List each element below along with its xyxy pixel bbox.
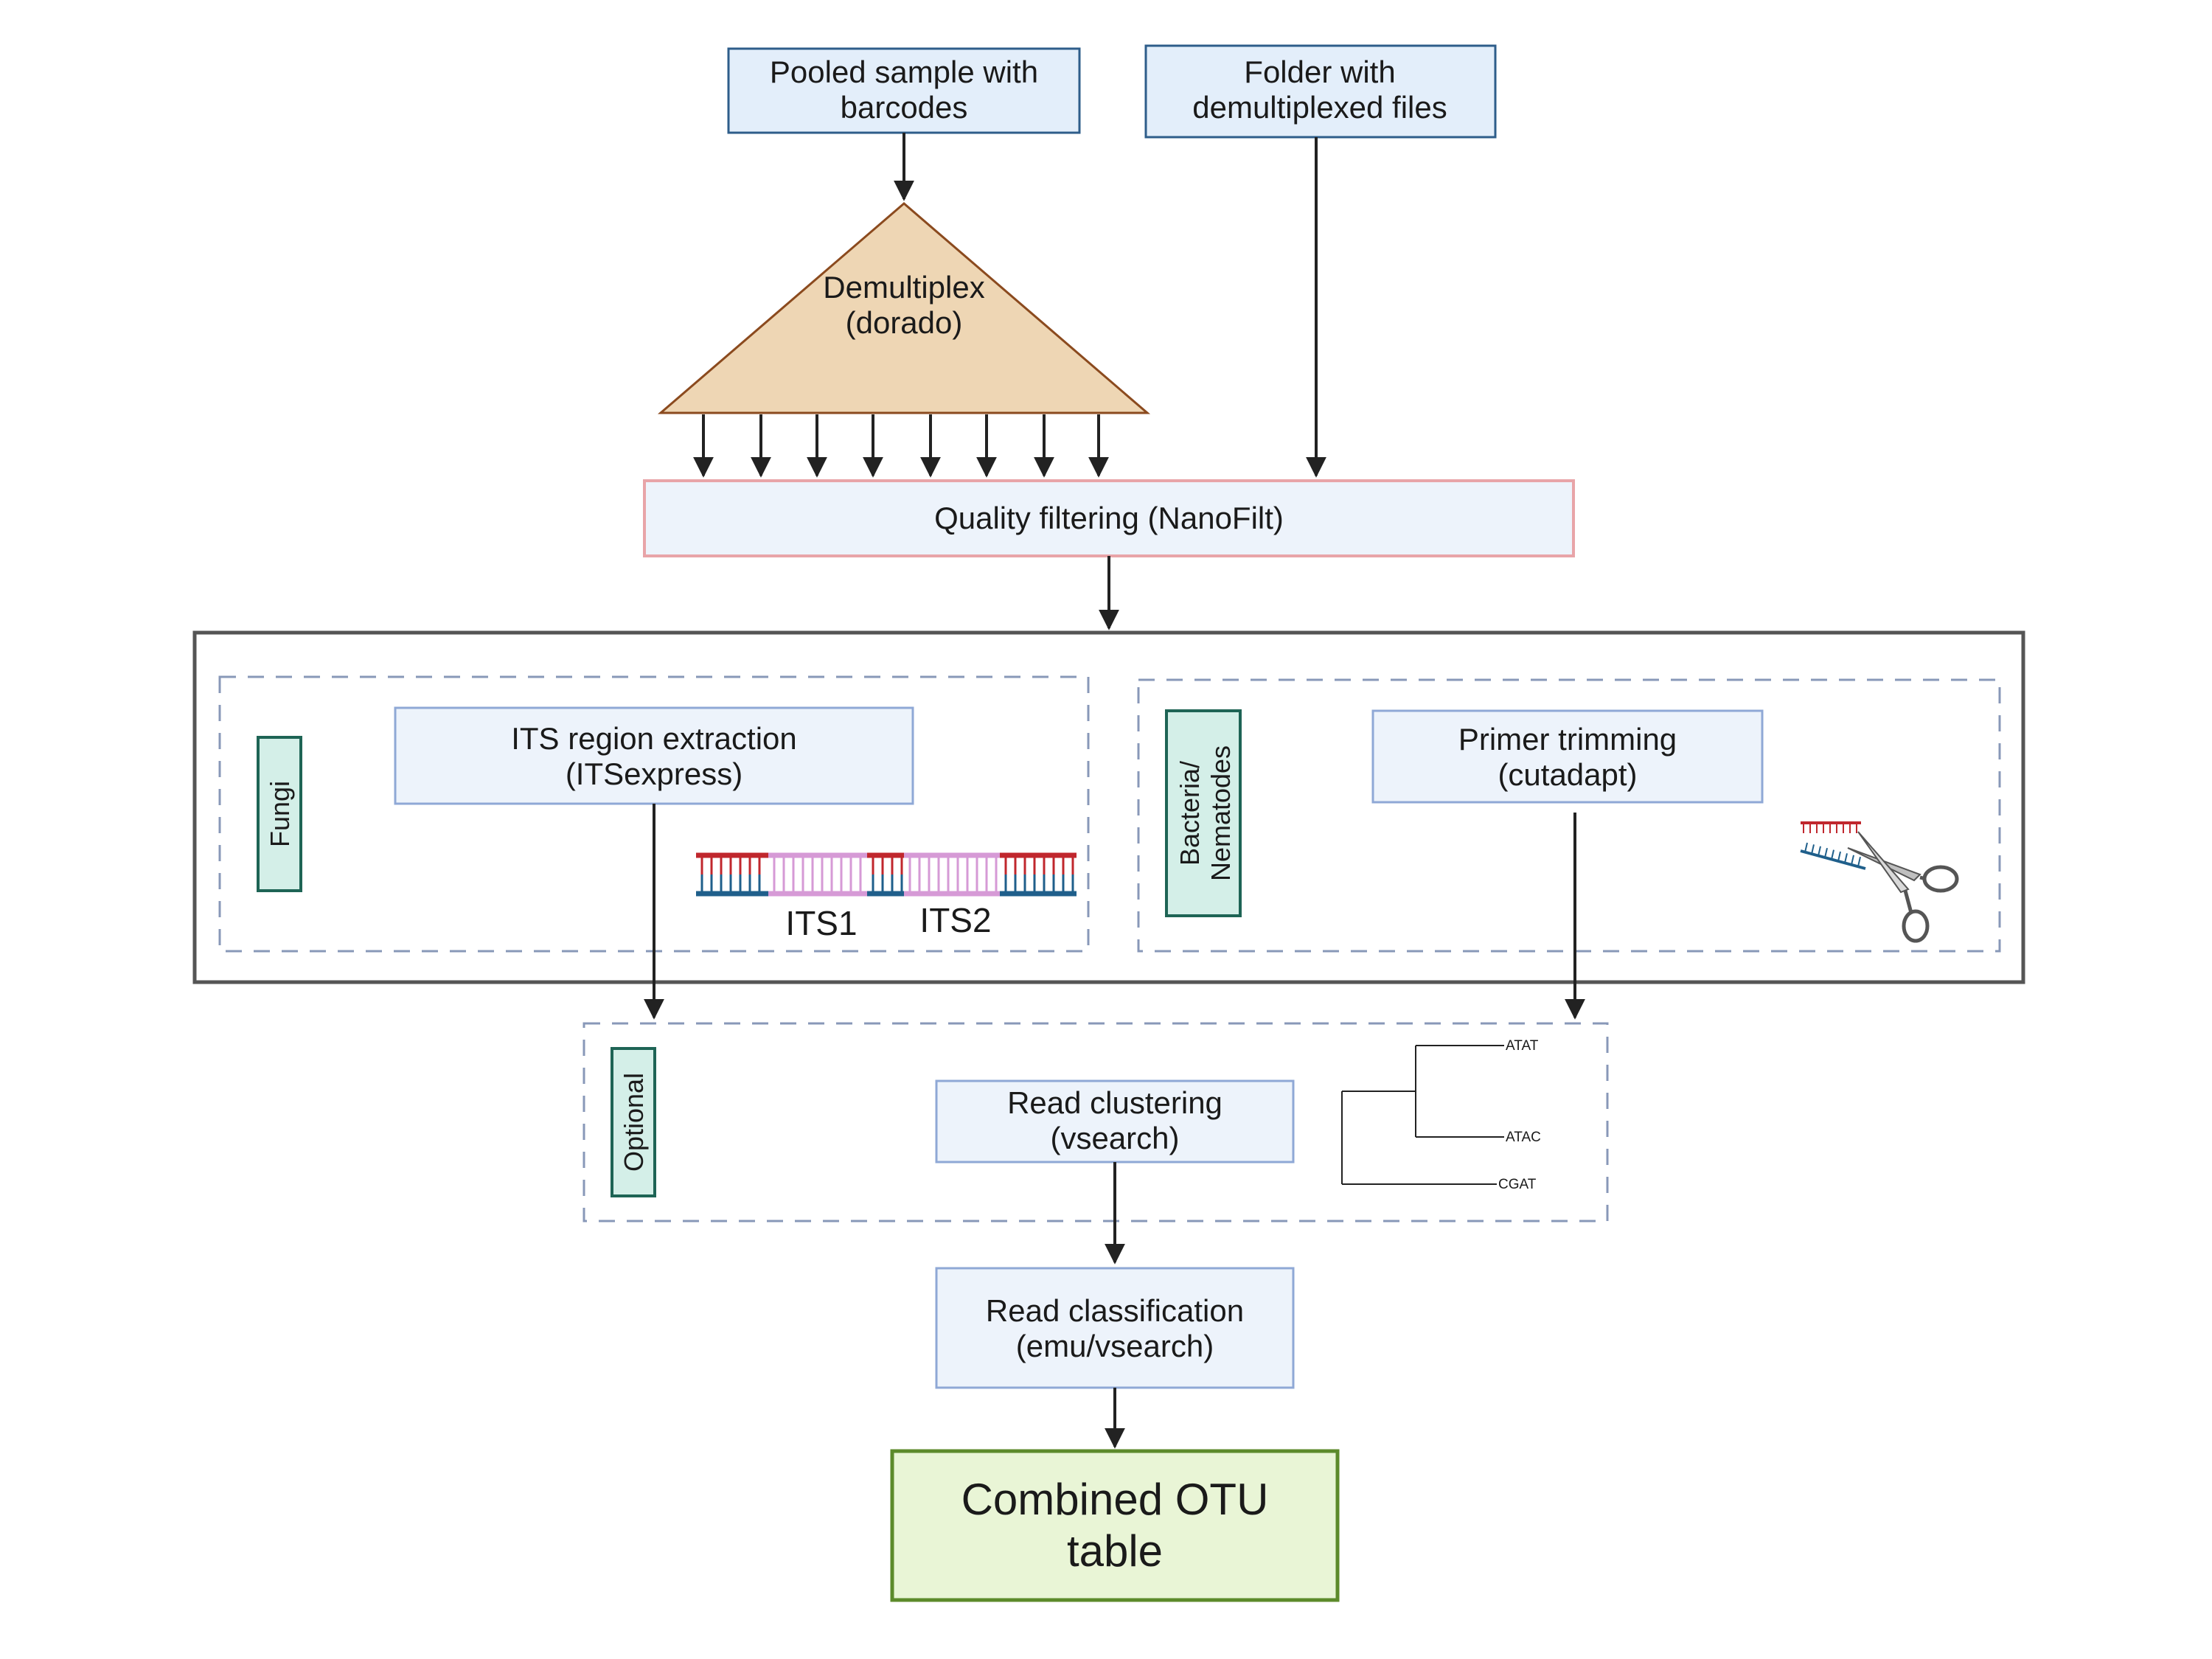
demultiplex-label-line1: Demultiplex (823, 270, 984, 305)
pooled-sample-box: Pooled sample with barcodes (727, 47, 1081, 134)
scissors-shank (1903, 890, 1913, 914)
read-classification-label-line2: (emu/vsearch) (1016, 1329, 1214, 1363)
scissors-dna-icon (1800, 821, 1959, 943)
otu-label-line2: table (1067, 1526, 1163, 1576)
optional-tag: Optional (611, 1047, 656, 1197)
optional-tag-label: Optional (619, 1073, 649, 1172)
dna-base (1811, 844, 1815, 855)
its1-label: ITS1 (785, 904, 857, 942)
optional-tag-shape (611, 1047, 656, 1197)
fungi-tag: Fungi (257, 736, 302, 892)
combined-otu-table-box: Combined OTU table (890, 1449, 1340, 1602)
otu-label-line1: Combined OTU (961, 1475, 1269, 1524)
its-extraction-label-line2: (ITSexpress) (566, 757, 742, 791)
scissors-handle (1902, 909, 1930, 943)
otu-box-shape (890, 1449, 1340, 1602)
read-clustering-box-shape (935, 1079, 1295, 1164)
dna-base (1851, 855, 1854, 866)
folder-box-shape (1144, 44, 1497, 139)
scissors-handle (1922, 865, 1959, 893)
scissors-blade (1857, 831, 1910, 894)
folder-label-line2: demultiplexed files (1192, 90, 1447, 125)
read-clustering-label-line2: (vsearch) (1050, 1121, 1179, 1155)
its-extraction-label-line1: ITS region extraction (511, 721, 797, 756)
quality-filtering-label: Quality filtering (NanoFilt) (934, 501, 1284, 535)
pooled-sample-box-shape (727, 47, 1081, 134)
dna-base (1804, 842, 1808, 853)
dna-base (1837, 851, 1841, 862)
tree-leaf-label: ATAC (1506, 1130, 1541, 1145)
its-extraction-box: ITS region extraction (ITSexpress) (394, 706, 914, 805)
dna-base (1818, 846, 1821, 857)
phylogenetic-tree-icon: ATAT ATAC CGAT (1341, 1038, 1541, 1192)
branch-frame (192, 630, 2025, 984)
bacteria-dashed-region (1137, 678, 2001, 953)
read-classification-box-shape (935, 1267, 1295, 1389)
dna-base (1831, 849, 1834, 860)
quality-filtering-box: Quality filtering (NanoFilt) (643, 479, 1575, 557)
bacteria-nematodes-tag: Bacteria/ Nematodes (1165, 709, 1242, 917)
read-clustering-box: Read clustering (vsearch) (935, 1079, 1295, 1164)
optional-dashed-region (582, 1022, 1609, 1222)
its-extraction-box-shape (394, 706, 914, 805)
read-classification-label-line1: Read classification (986, 1293, 1244, 1328)
its2-label: ITS2 (919, 901, 991, 939)
pooled-sample-label-line1: Pooled sample with (770, 55, 1038, 89)
dna-base (1844, 853, 1848, 863)
primer-trimming-label-line1: Primer trimming (1458, 722, 1677, 757)
bacteria-tag-label-line2: Nematodes (1206, 745, 1236, 881)
dna-base (1824, 847, 1828, 858)
demultiplex-triangle: Demultiplex (dorado) (657, 202, 1151, 414)
dna-its-icon (696, 852, 1077, 897)
bacteria-tag-shape (1165, 709, 1242, 917)
scissors-shank (1919, 875, 1927, 881)
folder-label-line1: Folder with (1244, 55, 1395, 89)
demultiplex-triangle-shape (657, 202, 1151, 414)
fungi-tag-label: Fungi (265, 781, 295, 847)
read-clustering-label-line1: Read clustering (1007, 1085, 1222, 1120)
bacteria-tag-label-line1: Bacteria/ (1175, 761, 1205, 866)
demultiplex-output-arrows (693, 414, 1109, 478)
primer-trimming-box-shape (1371, 709, 1764, 804)
tree-leaf-label: ATAT (1506, 1038, 1539, 1054)
primer-trimming-box: Primer trimming (cutadapt) (1371, 709, 1764, 804)
tree-branches (1341, 1045, 1504, 1185)
demultiplex-label-line2: (dorado) (846, 305, 963, 340)
folder-box: Folder with demultiplexed files (1144, 44, 1497, 139)
tree-leaf-label: CGAT (1498, 1177, 1537, 1192)
pooled-sample-label-line2: barcodes (841, 90, 968, 125)
fungi-tag-shape (257, 736, 302, 892)
read-classification-box: Read classification (emu/vsearch) (935, 1267, 1295, 1389)
primer-trimming-label-line2: (cutadapt) (1498, 757, 1637, 792)
dna-base (1857, 856, 1861, 867)
